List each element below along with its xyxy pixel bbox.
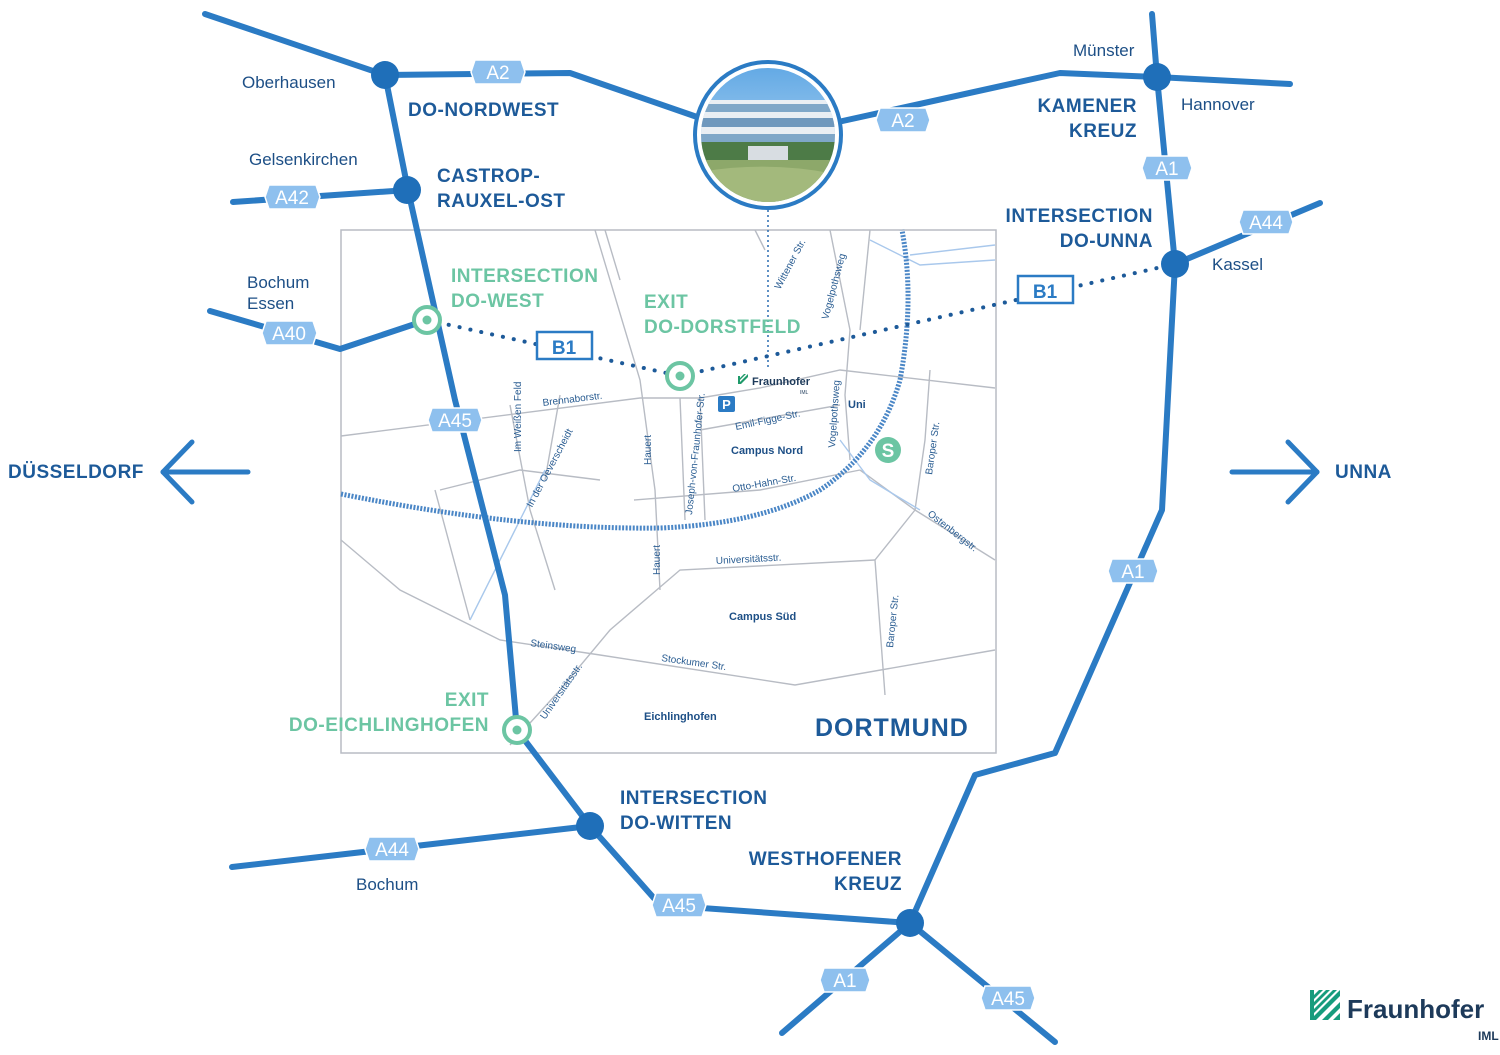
junction-do-witten-line2: DO-WITTEN — [620, 813, 732, 834]
svg-text:A1: A1 — [1155, 159, 1178, 180]
junction-do-unna-line1: INTERSECTION — [1006, 206, 1153, 227]
shield-a44-east: A44 — [1238, 209, 1294, 235]
city-hannover: Hannover — [1181, 95, 1255, 114]
area-campus-sued: Campus Süd — [729, 611, 796, 623]
shield-a1-mid: A1 — [1107, 558, 1159, 584]
junction-do-unna-line2: DO-UNNA — [1060, 231, 1153, 252]
junction-nodes — [371, 61, 1189, 937]
city-bochum-south: Bochum — [356, 875, 418, 894]
exit-do-dorstfeld-marker — [665, 361, 695, 391]
fraunhofer-logo-text: Fraunhofer — [1347, 994, 1484, 1024]
svg-text:A45: A45 — [438, 411, 472, 432]
fraunhofer-small-logo-icon — [738, 374, 748, 384]
node-kamener — [1143, 63, 1171, 91]
exit-do-dorstfeld-line1: EXIT — [644, 292, 688, 313]
b1-sign-east: B1 — [1016, 274, 1075, 305]
svg-text:A40: A40 — [272, 324, 306, 345]
area-uni: Uni — [848, 399, 866, 411]
exit-do-west-marker — [412, 305, 442, 335]
junction-kamener-line2: KREUZ — [1069, 121, 1137, 142]
direction-west-label: DÜSSELDORF — [8, 462, 144, 483]
shield-a1-south: A1 — [819, 967, 871, 993]
exit-do-dorstfeld-line2: DO-DORSTFELD — [644, 317, 801, 338]
fraunhofer-logo: Fraunhofer IML — [1310, 990, 1499, 1043]
building-photo — [693, 60, 843, 210]
junction-kamener-line1: KAMENER — [1037, 96, 1137, 117]
svg-text:A2: A2 — [891, 111, 914, 132]
svg-text:A2: A2 — [486, 63, 509, 84]
svg-text:P: P — [722, 397, 731, 412]
city-oberhausen: Oberhausen — [242, 73, 336, 92]
direction-east-label: UNNA — [1335, 462, 1392, 483]
node-westhofener — [896, 909, 924, 937]
fraunhofer-location-logo: Fraunhofer IML — [738, 374, 811, 396]
svg-text:IML: IML — [800, 390, 809, 396]
shield-a45-south: A45 — [651, 892, 707, 918]
svg-text:A1: A1 — [1121, 562, 1144, 583]
svg-text:A44: A44 — [375, 840, 409, 861]
parking-icon: P — [718, 396, 735, 412]
fraunhofer-logo-sub: IML — [1478, 1029, 1499, 1043]
b1-label-west: B1 — [552, 338, 577, 359]
street-im-weissen-feld: Im Weißen Feld — [513, 382, 524, 452]
fraunhofer-logo-icon — [1310, 990, 1340, 1020]
shield-a45-southeast: A45 — [980, 985, 1036, 1011]
area-campus-nord: Campus Nord — [731, 445, 803, 457]
city-bochum: Bochum — [247, 273, 309, 292]
area-eichlinghofen: Eichlinghofen — [644, 711, 717, 723]
svg-text:A42: A42 — [275, 188, 309, 209]
area-dortmund: DORTMUND — [815, 714, 969, 742]
arrow-west-icon — [160, 439, 251, 505]
exit-do-west-line1: INTERSECTION — [451, 266, 598, 287]
shield-a42: A42 — [264, 184, 321, 210]
svg-text:A1: A1 — [833, 971, 856, 992]
city-essen: Essen — [247, 294, 294, 313]
shield-a1-north: A1 — [1141, 155, 1193, 181]
b1-sign-west: B1 — [535, 330, 594, 361]
svg-text:A45: A45 — [662, 896, 696, 917]
b1-route — [425, 262, 1177, 378]
street-universitaetsstr-north: Universitätsstr. — [716, 553, 782, 567]
exit-do-eichlinghofen-marker — [502, 715, 532, 745]
arrow-east-icon — [1229, 439, 1320, 505]
b1-label-east: B1 — [1033, 282, 1058, 303]
shield-a2-west: A2 — [470, 59, 526, 85]
street-hauert-south: Hauert — [652, 545, 663, 575]
node-do-witten — [576, 812, 604, 840]
node-do-nordwest — [371, 61, 399, 89]
junction-westhofener-line2: KREUZ — [834, 874, 902, 895]
street-hauert-north: Hauert — [643, 435, 654, 465]
junction-do-witten-line1: INTERSECTION — [620, 788, 767, 809]
junction-westhofener-line1: WESTHOFENER — [749, 849, 902, 870]
junction-castrop-line2: RAUXEL-OST — [437, 191, 566, 212]
svg-text:A44: A44 — [1249, 213, 1283, 234]
local-streets — [340, 229, 996, 746]
city-gelsenkirchen: Gelsenkirchen — [249, 150, 358, 169]
city-muenster: Münster — [1073, 41, 1135, 60]
exit-do-eichlinghofen-line2: DO-EICHLINGHOFEN — [289, 715, 489, 736]
svg-text:S: S — [882, 441, 895, 462]
exit-do-eichlinghofen-line1: EXIT — [445, 690, 489, 711]
node-do-unna — [1161, 250, 1189, 278]
city-kassel: Kassel — [1212, 255, 1263, 274]
shield-a44-south: A44 — [364, 836, 420, 862]
junction-do-nordwest: DO-NORDWEST — [408, 100, 559, 121]
street-vogelpothsweg-south: Vogelpothsweg — [827, 380, 843, 448]
shield-a2-east: A2 — [875, 107, 931, 133]
sbahn-icon: S — [875, 437, 901, 463]
svg-text:A45: A45 — [991, 989, 1025, 1010]
node-castrop — [393, 176, 421, 204]
exit-do-west-line2: DO-WEST — [451, 291, 544, 312]
railway-line — [340, 229, 911, 531]
shield-a45-north: A45 — [427, 407, 483, 433]
svg-text:Fraunhofer: Fraunhofer — [752, 376, 811, 388]
shield-a40: A40 — [261, 320, 318, 346]
junction-castrop-line1: CASTROP- — [437, 166, 540, 187]
